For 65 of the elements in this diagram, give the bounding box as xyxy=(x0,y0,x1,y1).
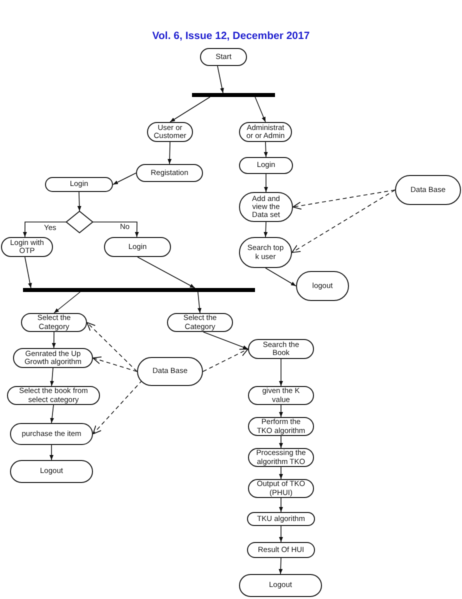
activity-node xyxy=(1,237,53,257)
arrow xyxy=(112,172,136,185)
arrow xyxy=(264,174,268,192)
dashed-arrow xyxy=(92,356,138,372)
arrow xyxy=(254,96,266,122)
arrow xyxy=(168,142,172,164)
activity-node xyxy=(247,542,315,558)
arrow xyxy=(202,332,248,350)
activity-node xyxy=(239,237,292,268)
arrow xyxy=(264,142,268,158)
arrow xyxy=(279,404,283,418)
arrow xyxy=(170,96,210,122)
activity-node xyxy=(137,357,203,386)
activity-node xyxy=(248,417,314,436)
dashed-arrow xyxy=(92,380,143,434)
arrow xyxy=(279,498,283,512)
arrow xyxy=(279,526,283,542)
issue-header: Vol. 6, Issue 12, December 2017 xyxy=(152,30,310,43)
arrow xyxy=(279,436,283,448)
arrow xyxy=(279,466,283,480)
activity-node xyxy=(10,460,93,483)
decision-diamond xyxy=(66,211,93,233)
activity-node xyxy=(239,122,292,142)
activity-node xyxy=(104,237,171,257)
activity-node xyxy=(147,122,193,142)
arrow xyxy=(50,404,54,424)
arrow xyxy=(217,66,224,94)
arrow xyxy=(77,192,82,212)
activity-node xyxy=(21,313,87,332)
dashed-arrow xyxy=(292,190,396,210)
dashed-arrow xyxy=(292,190,396,253)
activity-node xyxy=(248,448,314,467)
activity-node xyxy=(248,339,314,359)
activity-node xyxy=(247,512,315,526)
activity-node xyxy=(395,175,461,205)
dashed-arrow xyxy=(86,322,138,372)
activity-node xyxy=(248,386,314,405)
arrow xyxy=(198,292,202,314)
arrow xyxy=(52,332,56,348)
arrow xyxy=(278,558,283,574)
activity-node xyxy=(239,157,293,174)
sync-bar xyxy=(23,288,255,292)
arrow xyxy=(265,268,296,286)
activity-node xyxy=(296,271,349,301)
activity-node xyxy=(45,177,113,192)
activity-node xyxy=(239,574,322,597)
activity-node xyxy=(13,348,93,368)
arrow xyxy=(92,222,139,238)
activity-node xyxy=(239,192,293,222)
arrow xyxy=(279,358,283,386)
activity-node xyxy=(248,479,314,498)
arrow xyxy=(24,256,32,288)
sync-bar xyxy=(192,93,275,97)
arrow xyxy=(54,292,80,314)
activity-node xyxy=(200,48,247,66)
arrow xyxy=(22,222,66,238)
activity-node xyxy=(136,164,203,182)
arrow xyxy=(264,222,268,238)
arrow xyxy=(50,368,54,386)
arrow xyxy=(50,444,54,460)
dashed-arrow xyxy=(202,348,248,372)
arrow xyxy=(137,256,196,288)
activity-node xyxy=(10,423,93,445)
activity-node xyxy=(7,386,100,405)
activity-node xyxy=(167,313,233,332)
